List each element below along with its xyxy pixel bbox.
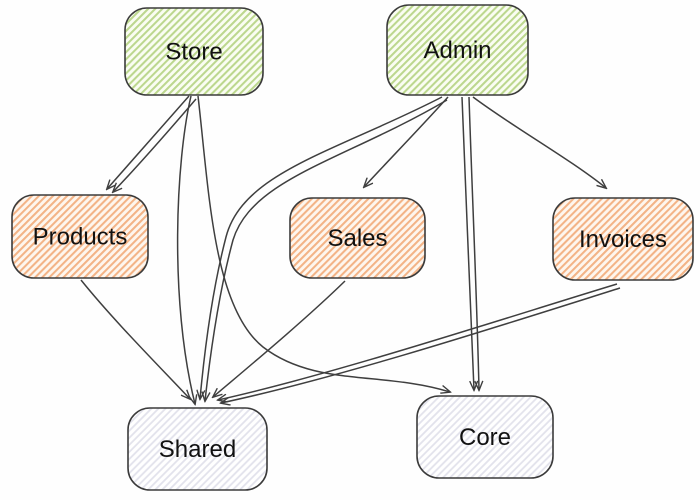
edge-store-shared: [176, 95, 195, 404]
edge-admin-core-1: [461, 96, 474, 390]
node-invoices-box[interactable]: [552, 197, 694, 281]
node-core-label: Core: [459, 424, 511, 451]
edge-products-shared: [80, 279, 190, 399]
node-sales-label: Sales: [327, 225, 387, 252]
edge-store-products-2: [113, 98, 197, 192]
node-store[interactable]: Store: [124, 7, 264, 96]
node-store-box[interactable]: [124, 7, 264, 96]
edges-layer: [80, 95, 621, 404]
edge-admin-sales: [364, 96, 449, 187]
edge-store-core: [197, 95, 450, 392]
edge-invoices-shared-2: [221, 287, 621, 403]
node-products-box[interactable]: [11, 194, 149, 279]
edge-admin-core-2: [468, 96, 479, 390]
node-invoices-label: Invoices: [579, 226, 667, 253]
edge-admin-shared-1: [200, 96, 443, 399]
node-sales-box[interactable]: [289, 197, 426, 279]
node-core-box[interactable]: [416, 395, 554, 479]
edge-invoices-shared-1: [218, 283, 618, 400]
node-products[interactable]: Products: [11, 194, 149, 279]
edge-sales-shared: [213, 280, 346, 397]
edge-admin-shared-2: [205, 99, 448, 401]
node-shared-box[interactable]: [127, 407, 268, 491]
edge-admin-invoices: [472, 96, 606, 188]
node-store-label: Store: [165, 39, 222, 66]
node-shared-label: Shared: [159, 436, 236, 463]
node-admin-box[interactable]: [386, 4, 529, 96]
edge-store-products-1: [107, 95, 190, 189]
node-core[interactable]: Core: [416, 395, 554, 479]
node-admin-label: Admin: [423, 37, 491, 64]
node-shared[interactable]: Shared: [127, 407, 268, 491]
node-products-label: Products: [33, 224, 128, 251]
node-sales[interactable]: Sales: [289, 197, 426, 279]
node-invoices[interactable]: Invoices: [552, 197, 694, 281]
node-admin[interactable]: Admin: [386, 4, 529, 96]
